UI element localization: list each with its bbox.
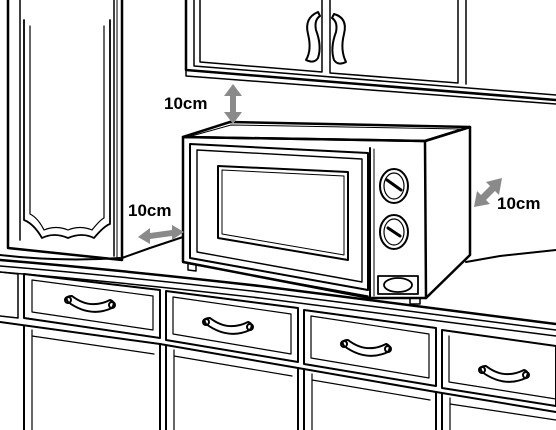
- double-headed-arrow-icon: [138, 84, 502, 244]
- tall-left-cabinet: [6, 0, 124, 262]
- upper-wall-cabinet: [184, 0, 556, 105]
- left-clearance-label: 10cm: [128, 201, 172, 220]
- lower-cabinet-doors: [0, 321, 556, 430]
- countertop-edge: [0, 258, 556, 337]
- drawer-handles: [64, 295, 530, 383]
- top-clearance-label: 10cm: [164, 94, 208, 113]
- cabinet-handle-icon: [305, 11, 347, 65]
- right-clearance-label: 10cm: [497, 194, 541, 213]
- microwave-oven-icon: [181, 120, 472, 305]
- lower-drawers: [0, 271, 556, 407]
- wall-and-counter: [0, 236, 556, 263]
